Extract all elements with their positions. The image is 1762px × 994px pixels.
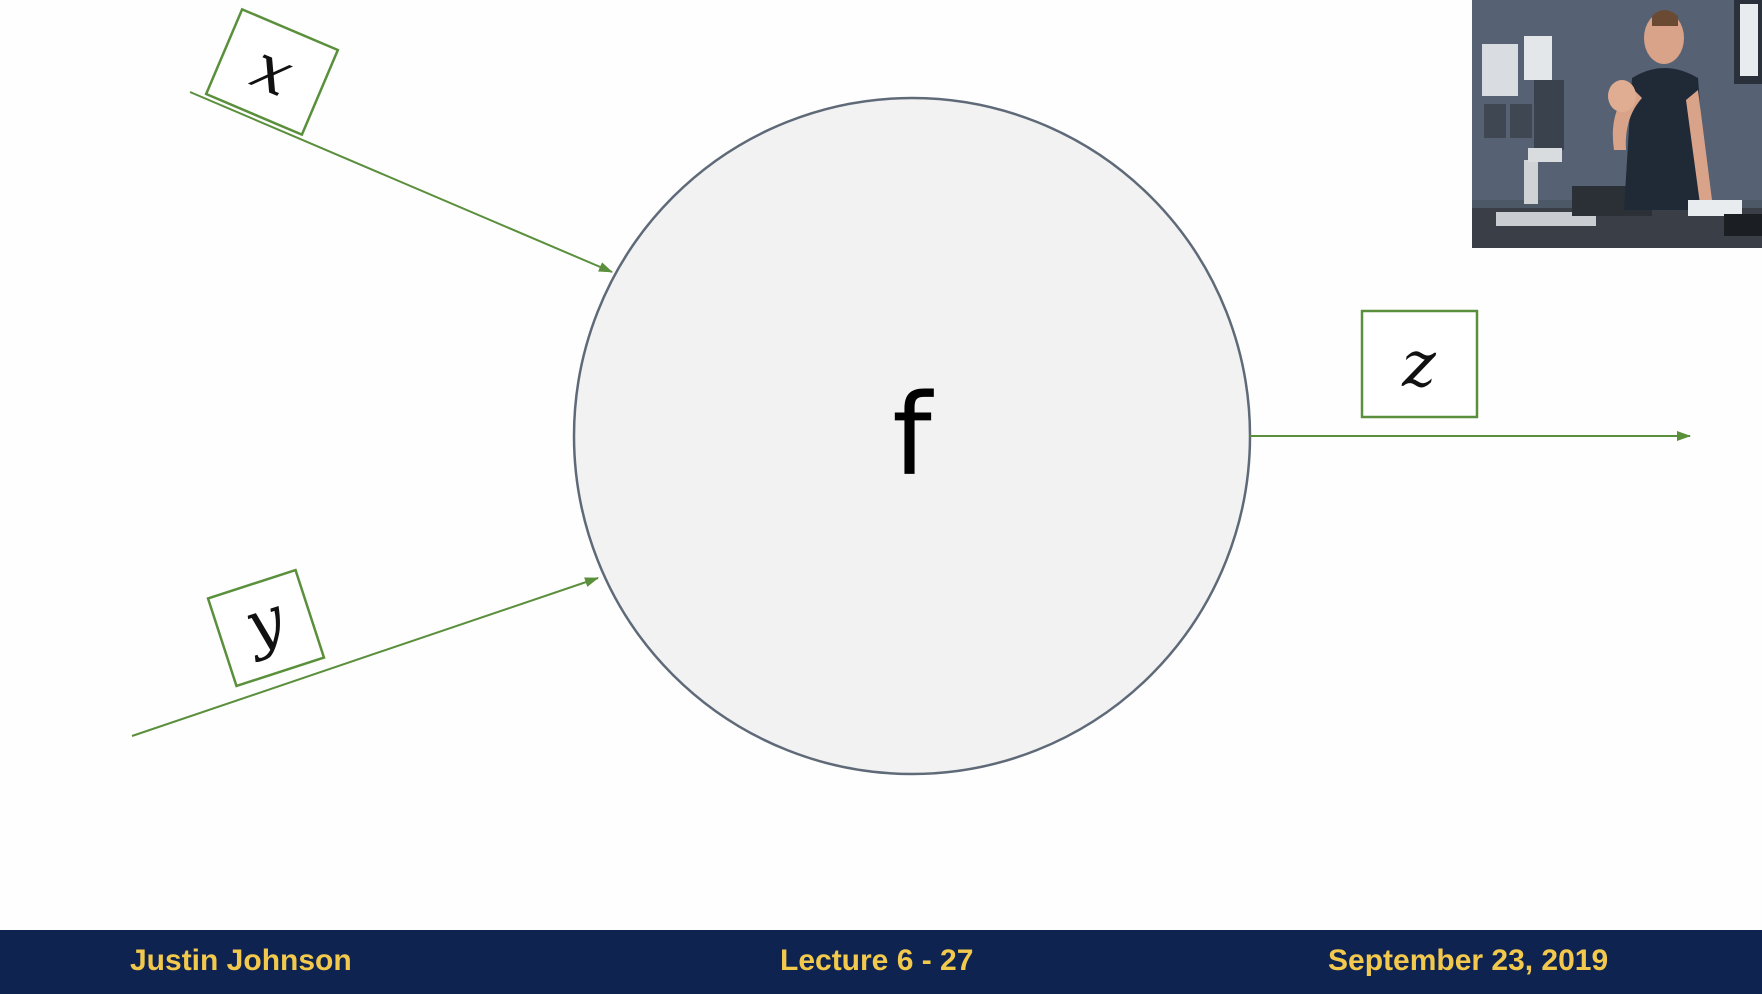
speaker-webcam-inset bbox=[1472, 0, 1762, 248]
output-label-z: z bbox=[1401, 328, 1437, 402]
edge-y-to-f bbox=[131, 577, 599, 737]
label-box-z: z bbox=[1360, 309, 1479, 419]
label-box-y: y bbox=[206, 568, 326, 688]
webcam-video-frame bbox=[1472, 0, 1762, 248]
footer-date: September 23, 2019 bbox=[1328, 944, 1609, 977]
footer-lecture-number: Lecture 6 - 27 bbox=[780, 944, 974, 977]
slide-canvas: x y f z bbox=[131, 7, 1691, 776]
edge-x-to-f bbox=[189, 91, 613, 273]
label-box-x: x bbox=[204, 7, 340, 137]
slide-footer: Justin Johnson Lecture 6 - 27 September … bbox=[0, 930, 1762, 994]
footer-author: Justin Johnson bbox=[130, 944, 352, 977]
computational-graph-diagram: x y f z bbox=[131, 7, 1691, 776]
function-node-label: f bbox=[892, 371, 934, 501]
